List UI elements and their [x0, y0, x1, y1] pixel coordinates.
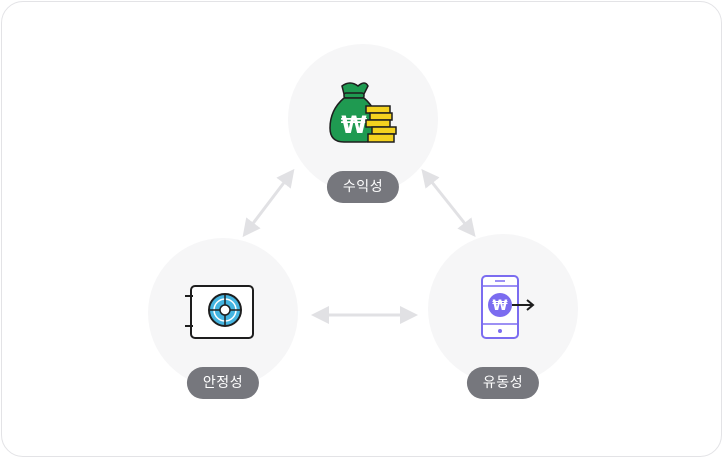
money-bag-won-coins-icon: ₩ — [329, 82, 397, 143]
won-symbol-bag: ₩ — [341, 111, 368, 139]
liquidity-label: 유동성 — [466, 367, 540, 399]
arrow-profitability-liquidity — [421, 168, 476, 238]
stability-label: 안정성 — [186, 367, 260, 399]
phone-won-transfer-icon: ₩ — [481, 275, 535, 339]
safe-vault-icon — [185, 285, 254, 339]
profitability-label: 수익성 — [326, 171, 400, 203]
won-symbol-phone: ₩ — [492, 298, 508, 314]
arrow-profitability-stability — [242, 168, 295, 238]
